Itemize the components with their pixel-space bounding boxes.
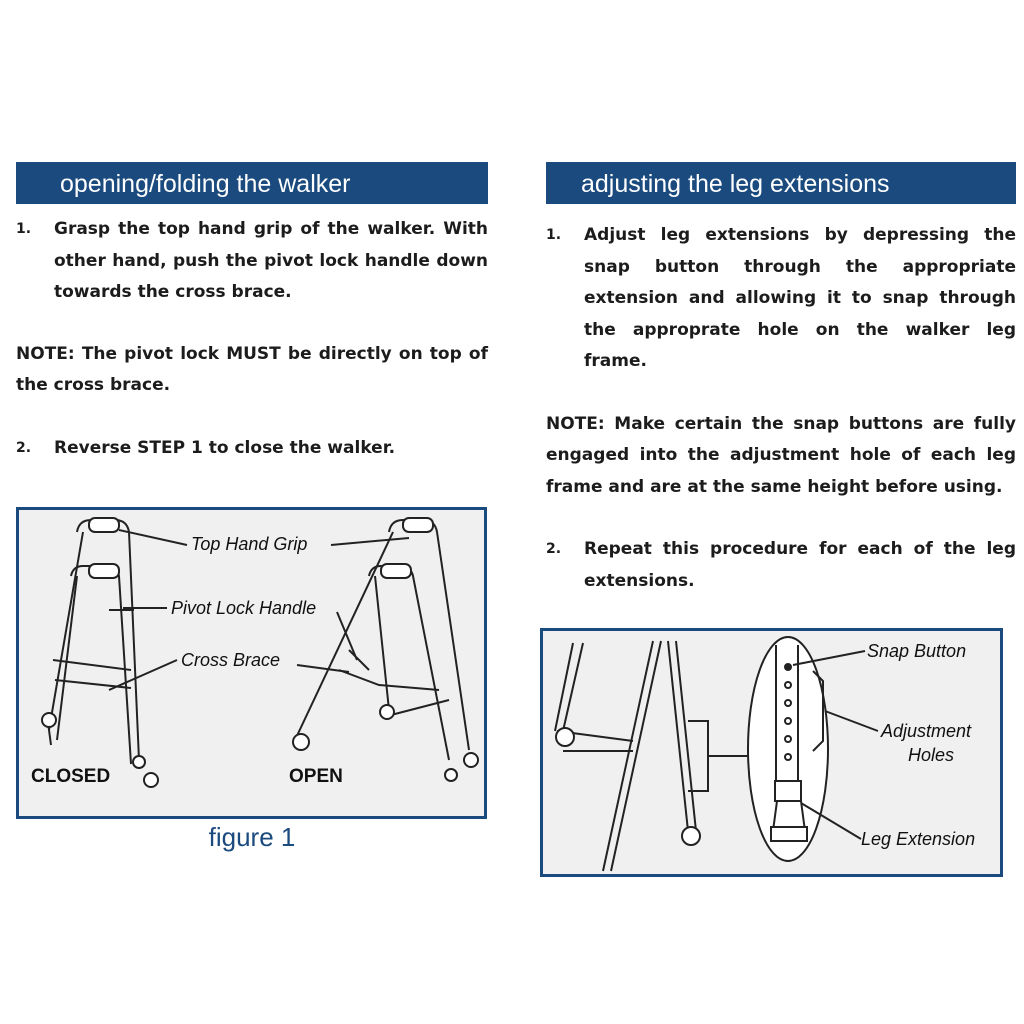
section-header-opening-folding: opening/folding the walker [16,162,488,204]
section-header-leg-extensions: adjusting the leg extensions [546,162,1016,204]
figure-2-leg-extension-diagram: Snap Button Adjustment Holes Leg Extensi… [540,628,1003,877]
step-1-adjust: 1. Adjust leg extensions by depressing t… [546,220,1016,378]
step-text: Repeat this procedure for each of the le… [584,539,1016,591]
right-column: adjusting the leg extensions 1. Adjust l… [546,162,1016,597]
label-adjustment-holes-line1: Adjustment [880,721,972,741]
label-top-hand-grip: Top Hand Grip [191,534,307,554]
open-walker-drawing [292,517,479,782]
step-2-close: 2. Reverse STEP 1 to close the walker. [16,433,488,465]
label-open: OPEN [289,766,343,787]
closed-walker-drawing [41,517,159,788]
leg-extension-illustration: Snap Button Adjustment Holes Leg Extensi… [554,636,975,872]
step-number: 2. [546,541,562,557]
step-text: Reverse STEP 1 to close the walker. [54,437,396,458]
label-cross-brace: Cross Brace [181,650,280,670]
step-number: 2. [16,439,32,456]
figure-1-caption: figure 1 [208,822,296,852]
step-1-open: 1. Grasp the top hand grip of the walker… [16,214,488,309]
label-leg-extension: Leg Extension [861,829,975,849]
step-text: Adjust leg extensions by depressing the … [584,225,1016,371]
note-snap-buttons: NOTE: Make certain the snap buttons are … [546,413,1016,497]
step-number: 1. [546,227,562,243]
step-text: Grasp the top hand grip of the walker. W… [54,219,488,302]
figure-1-walker-diagram: Top Hand Grip Pivot Lock Handle Cross Br… [16,507,487,819]
label-adjustment-holes-line2: Holes [908,745,954,765]
note-pivot-lock: NOTE: The pivot lock MUST be directly on… [16,343,488,396]
step-number: 1. [16,221,32,237]
label-pivot-lock-handle: Pivot Lock Handle [171,598,316,618]
step-2-repeat: 2. Repeat this procedure for each of the… [546,534,1016,597]
left-column: opening/folding the walker 1. Grasp the … [16,162,488,464]
label-snap-button: Snap Button [867,641,966,661]
walker-illustration: Top Hand Grip Pivot Lock Handle Cross Br… [31,517,479,788]
label-closed: CLOSED [31,766,110,787]
